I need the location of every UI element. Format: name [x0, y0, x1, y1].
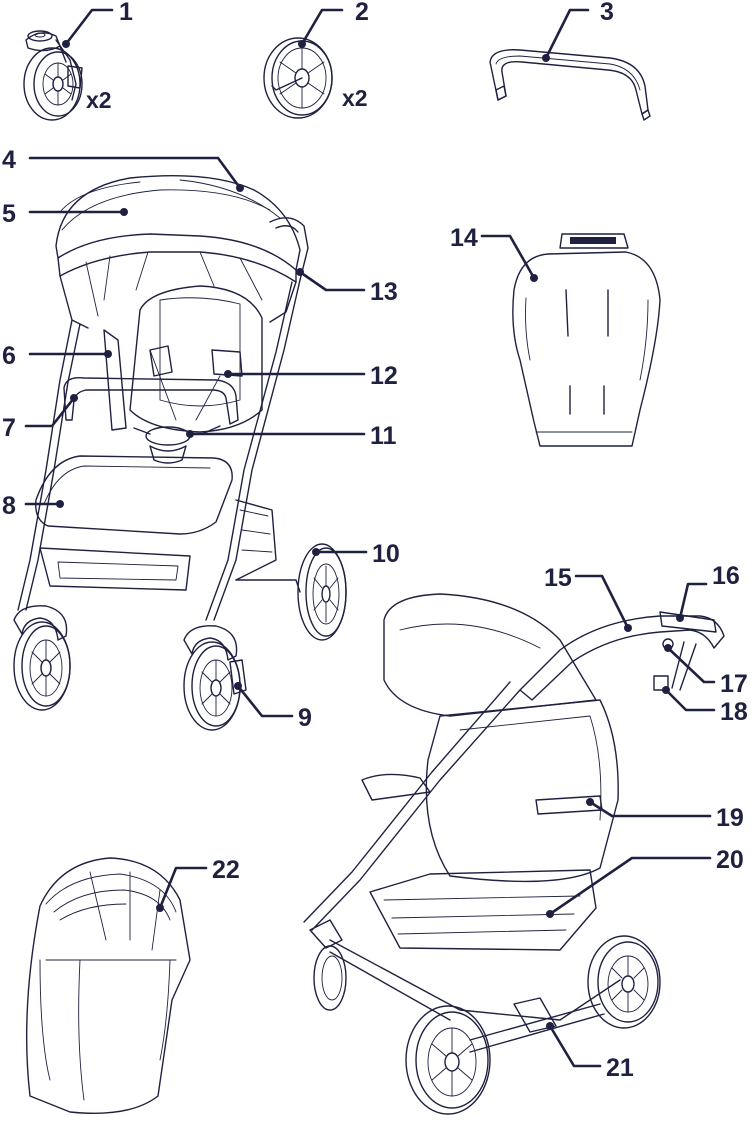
- callout-label-17: 17: [720, 670, 748, 698]
- callout-label-8: 8: [2, 492, 16, 520]
- quantity-label-wheel-front: x2: [86, 87, 112, 113]
- callout-label-1: 1: [119, 0, 133, 26]
- callout-label-16: 16: [712, 562, 740, 590]
- callout-label-22: 22: [212, 856, 240, 884]
- callout-label-5: 5: [2, 200, 16, 228]
- callout-label-3: 3: [600, 0, 614, 26]
- callout-label-6: 6: [2, 342, 16, 370]
- part-seat-liner: [480, 233, 661, 447]
- callout-label-13: 13: [370, 278, 398, 306]
- callout-label-12: 12: [370, 362, 398, 390]
- callout-leaders-rear-view: [546, 574, 716, 1068]
- callout-label-14: 14: [450, 224, 478, 252]
- part-rain-cover: [25, 857, 208, 1114]
- callout-leaders-front-view: [24, 156, 368, 718]
- part-rear-wheel: [263, 8, 344, 119]
- callout-label-21: 21: [606, 1054, 634, 1082]
- callout-label-9: 9: [298, 704, 312, 732]
- quantity-label-wheel-rear: x2: [342, 85, 368, 111]
- stroller-front-view: [13, 175, 347, 731]
- callout-label-15: 15: [544, 564, 572, 592]
- callout-label-19: 19: [716, 804, 744, 832]
- callout-label-10: 10: [372, 540, 400, 568]
- callout-label-7: 7: [2, 414, 16, 442]
- callout-label-11: 11: [370, 422, 397, 450]
- callout-label-4: 4: [2, 146, 16, 174]
- callout-label-2: 2: [355, 0, 369, 26]
- callout-label-18: 18: [720, 698, 748, 726]
- part-front-swivel-wheel: [23, 8, 114, 121]
- callout-label-20: 20: [716, 846, 744, 874]
- part-bumper-bar: [489, 8, 651, 121]
- stroller-rear-view: [303, 593, 725, 1115]
